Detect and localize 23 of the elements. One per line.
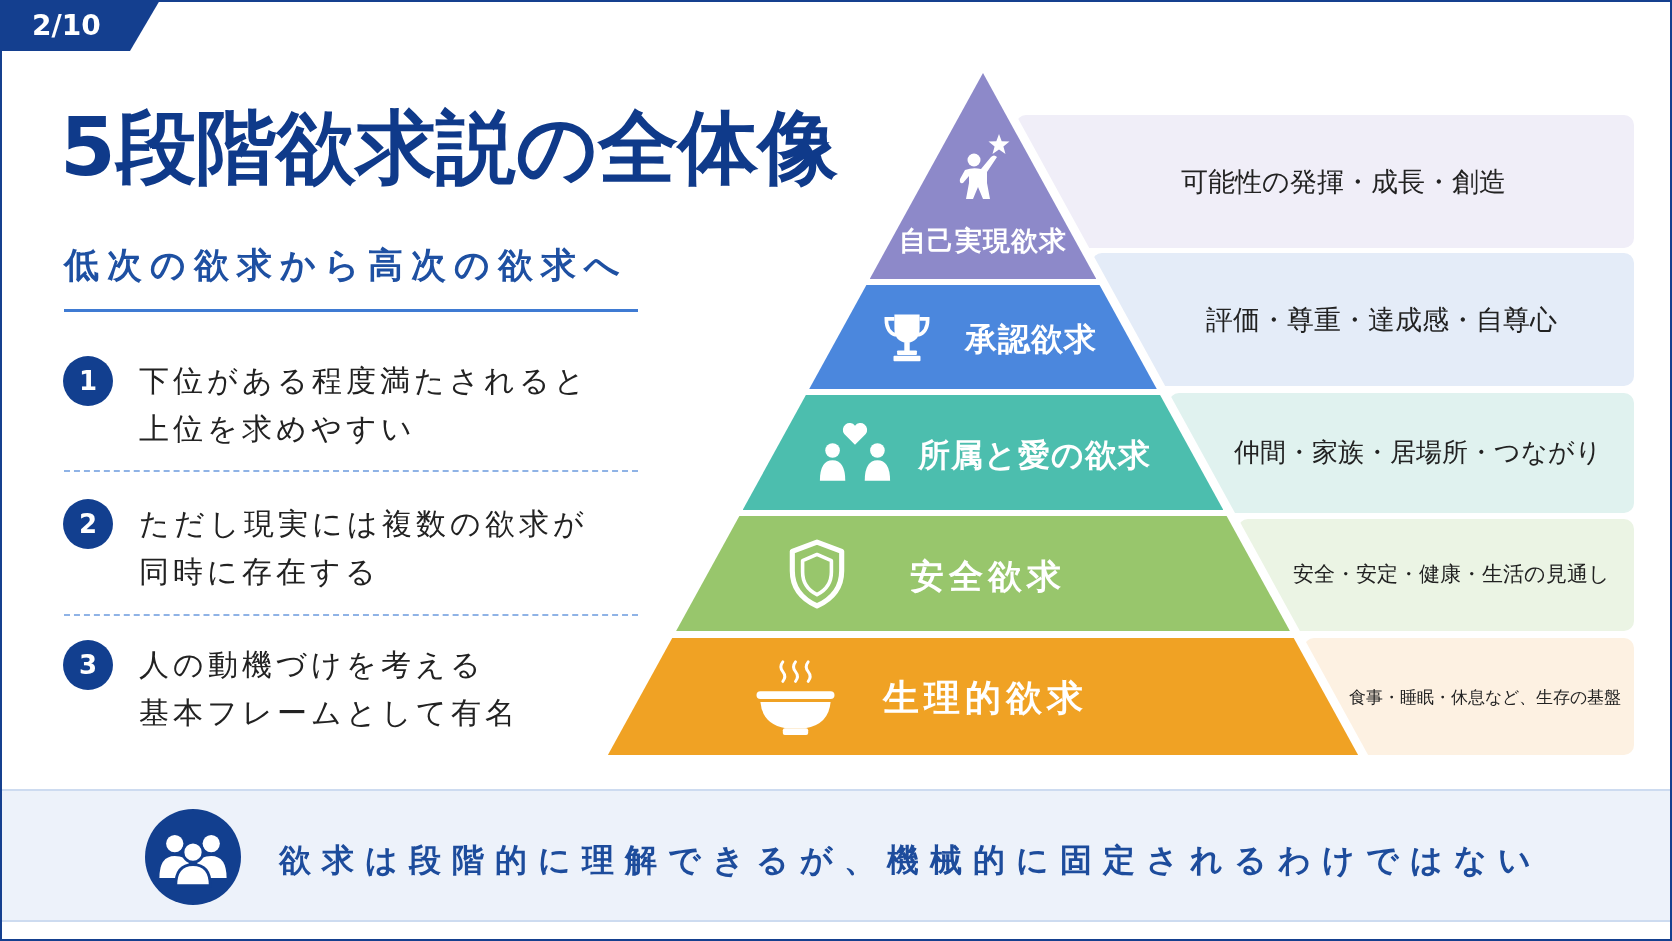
description-band: [1169, 393, 1634, 513]
band-text: 可能性の発揮・成長・創造: [1179, 165, 1507, 198]
banner-text: 欲求は段階的に理解できるが、機械的に固定されるわけではない: [279, 840, 1542, 879]
tier-label: 自己実現欲求: [899, 224, 1067, 258]
tier-label: 生理的欲求: [883, 676, 1089, 720]
slide-title: 5段階欲求説の全体像: [60, 102, 838, 194]
step-number: 1: [63, 356, 113, 406]
step-text: 人の動機づけを考える基本フレームとして有名: [139, 646, 519, 732]
band-text: 安全・安定・健康・生活の見通し: [1292, 562, 1612, 588]
tier-label: 安全欲求: [910, 555, 1066, 597]
step-number: 2: [63, 499, 113, 549]
band-text: 評価・尊重・達成感・自尊心: [1204, 303, 1558, 336]
step-number: 3: [63, 640, 113, 690]
band-text: 食事・睡眠・休息など、生存の基盤: [1347, 686, 1622, 707]
step-text: 下位がある程度満たされると上位を求めやすい: [139, 362, 589, 448]
band-text: 仲間・家族・居場所・つながり: [1233, 437, 1603, 469]
subtitle: 低次の欲求から高次の欲求へ: [64, 244, 628, 287]
tier-label: 承認欲求: [965, 319, 1097, 359]
page-indicator: 2/10: [0, 0, 160, 51]
step-text: ただし現実には複数の欲求が同時に存在する: [139, 505, 588, 591]
tier-label: 所属と愛の欲求: [918, 435, 1152, 475]
description-band: [1238, 519, 1634, 631]
footer-banner: [2, 789, 1670, 922]
